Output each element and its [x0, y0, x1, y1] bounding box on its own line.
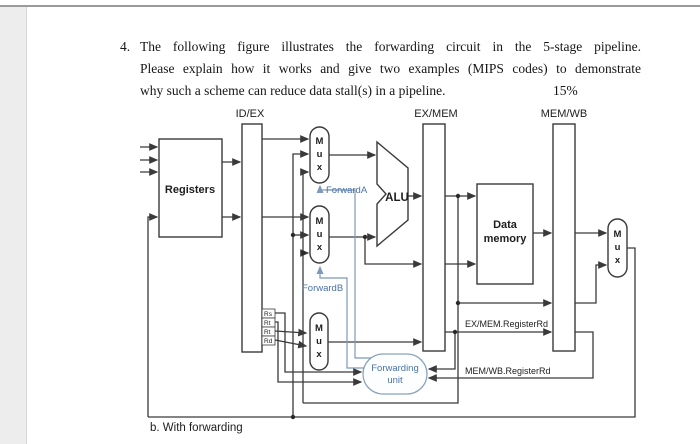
label-field-rd: Rd [264, 338, 273, 345]
question-line-1: The following figure illustrates the for… [140, 39, 641, 54]
label-registers: Registers [165, 184, 215, 196]
label-forward-a: ForwardA [326, 185, 368, 196]
memwb-register [552, 123, 576, 352]
wire-rt-to-destmux [274, 328, 308, 337]
wire-writeback-to-registers [147, 213, 159, 417]
mux-forward-b [309, 205, 330, 264]
label-memwb-registerrd: MEM/WB.RegisterRd [465, 366, 551, 376]
label-muxb-x: x [317, 242, 323, 253]
junction-wb-riser-muxb [290, 232, 296, 238]
junction-exmem-riser-muxb [300, 250, 306, 256]
data-memory-box [476, 183, 534, 285]
label-field-rs: Rs [264, 311, 273, 318]
label-muxdest-x: x [316, 349, 322, 360]
wire-alu-result-to-muxwb-in1 [575, 261, 608, 304]
junction-exmem-rd [452, 329, 458, 335]
wire-memwb-rd-to-forwarding-unit [427, 331, 594, 382]
junction-wb-loop-riser [290, 414, 296, 420]
wire-rd-to-destmux [274, 339, 308, 349]
label-forwarding-unit-1: Forwarding [371, 363, 419, 374]
label-muxa-x: x [317, 162, 323, 173]
label-exmem: EX/MEM [414, 108, 457, 120]
wire-exmem-forward-riser-to-muxa [300, 168, 310, 403]
label-muxwb-u: u [615, 242, 621, 253]
label-muxwb-x: x [615, 255, 621, 266]
forwarding-unit-box [362, 353, 428, 395]
label-exmem-registerrd: EX/MEM.RegisterRd [465, 319, 548, 329]
wire-exmem-forward-return [303, 196, 459, 404]
question-line-2: Please explain how it works and give two… [140, 61, 641, 76]
wire-writeback-loop [148, 247, 636, 418]
question-score: 15% [553, 83, 578, 98]
label-memwb: MEM/WB [541, 108, 587, 120]
label-alu: ALU [385, 192, 409, 204]
question-number: 4. [120, 39, 131, 54]
page-top-rule [0, 5, 700, 7]
wire-store-data-to-exmem [364, 237, 423, 268]
label-muxa-m: M [316, 136, 324, 147]
label-data-memory-2: memory [484, 233, 528, 245]
wire-wb-forward-riser-to-muxa [292, 150, 310, 417]
label-muxdest-m: M [315, 323, 323, 334]
label-field-rt2: Rt [264, 329, 271, 336]
label-forward-b: ForwardB [302, 283, 343, 294]
page-left-gutter [0, 7, 27, 444]
wire-exmem-rd-to-forwarding-unit [427, 332, 456, 373]
label-muxwb-m: M [614, 229, 622, 240]
question-line-3: why such a scheme can reduce data stall(… [140, 83, 446, 98]
exmem-register [422, 123, 446, 352]
wire-forward-a-control [316, 184, 371, 359]
wire-forward-b-control [316, 265, 364, 369]
junction-alu-result-memwb [455, 300, 461, 306]
alu-shape [376, 140, 409, 248]
label-idex: ID/EX [236, 108, 265, 120]
junction-exmem-alu-result [455, 193, 461, 199]
label-muxdest-u: u [316, 336, 322, 347]
label-muxa-u: u [317, 149, 323, 160]
label-field-rt1: Rt [264, 320, 271, 327]
registers-box [158, 138, 223, 238]
figure-caption: b. With forwarding [150, 422, 243, 434]
label-forwarding-unit-2: unit [387, 375, 403, 386]
idex-register [241, 123, 263, 353]
junction-alu-b-input [362, 234, 368, 240]
wire-rt-to-forwarding-unit [275, 321, 363, 386]
label-data-memory-1: Data [493, 219, 518, 231]
label-muxb-m: M [316, 216, 324, 227]
label-muxb-u: u [317, 229, 323, 240]
